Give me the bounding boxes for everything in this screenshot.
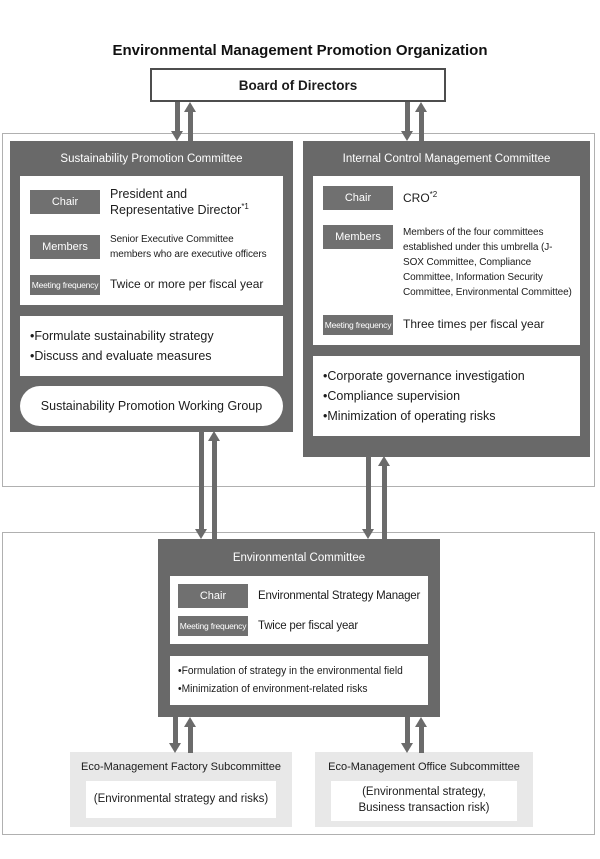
board-of-directors-box: Board of Directors: [150, 68, 446, 102]
arrow-down-icon: [171, 102, 184, 141]
chair-value: President and Representative Director*1: [110, 186, 273, 219]
bullet-item: •Compliance supervision: [323, 389, 461, 403]
environmental-committee-box: Environmental Committee Chair Environmen…: [158, 539, 440, 717]
committee-detail-table: Chair CRO*2 Members Members of the four …: [313, 176, 580, 345]
chair-label: Chair: [30, 190, 100, 215]
chair-row: Chair President and Representative Direc…: [30, 186, 273, 219]
eco-management-office-subcommittee-box: Eco-Management Office Subcommittee (Envi…: [315, 752, 533, 827]
footnote-marker: *1: [241, 202, 249, 212]
committee-detail-table: Chair Environmental Strategy Manager Mee…: [170, 576, 428, 644]
members-value: Members of the four committees establish…: [403, 227, 572, 298]
arrow-up-icon: [415, 102, 428, 141]
arrow-up-icon: [415, 717, 428, 753]
bullet-item: •Formulation of strategy in the environm…: [178, 665, 403, 677]
arrow-down-icon: [401, 717, 414, 753]
frequency-value: Three times per fiscal year: [403, 317, 545, 332]
committee-title: Internal Control Management Committee: [342, 153, 551, 165]
bullet-item: •Minimization of operating risks: [323, 409, 496, 423]
arrow-up-icon: [184, 102, 197, 141]
footnote-marker: *2: [429, 189, 438, 199]
chair-value-line1: President and: [110, 187, 188, 201]
committee-title: Sustainability Promotion Committee: [60, 153, 243, 165]
arrow-down-icon: [362, 456, 375, 539]
members-row: Members Senior Executive Committee membe…: [30, 232, 273, 262]
chair-label: Chair: [323, 186, 393, 210]
members-label: Members: [30, 234, 100, 259]
committee-detail-table: Chair President and Representative Direc…: [20, 176, 283, 305]
bullet-item: •Discuss and evaluate measures: [30, 348, 212, 363]
internal-control-management-committee-box: Internal Control Management Committee Ch…: [303, 141, 590, 457]
arrow-down-icon: [195, 431, 208, 539]
subcommittee-note-line2: Business transaction risk): [358, 802, 490, 814]
chair-value: CRO*2: [403, 189, 438, 205]
page-title: Environmental Management Promotion Organ…: [112, 42, 488, 59]
frequency-value: Twice or more per fiscal year: [110, 276, 264, 291]
chair-row: Chair CRO*2: [323, 186, 572, 210]
meeting-frequency-label: Meeting frequency: [178, 616, 248, 636]
committee-duties-box: •Formulation of strategy in the environm…: [170, 656, 428, 706]
arrow-up-icon: [208, 431, 221, 539]
frequency-row: Meeting frequency Twice or more per fisc…: [30, 274, 273, 295]
committee-duties-box: •Formulate sustainability strategy •Disc…: [20, 315, 283, 376]
frequency-row: Meeting frequency Twice per fiscal year: [178, 616, 420, 636]
meeting-frequency-label: Meeting frequency: [323, 315, 393, 335]
subcommittee-title: Eco-Management Factory Subcommittee: [81, 761, 281, 773]
arrow-down-icon: [169, 717, 182, 753]
sustainability-promotion-committee-box: Sustainability Promotion Committee Chair…: [10, 141, 293, 432]
committee-title: Environmental Committee: [232, 552, 366, 564]
meeting-frequency-label: Meeting frequency: [30, 274, 100, 295]
committee-duties-box: •Corporate governance investigation •Com…: [313, 356, 580, 436]
arrow-down-icon: [401, 102, 414, 141]
bullet-item: •Formulate sustainability strategy: [30, 328, 214, 343]
subcommittee-note: (Environmental strategy and risks): [86, 781, 276, 818]
members-label: Members: [323, 225, 393, 249]
eco-management-factory-subcommittee-box: Eco-Management Factory Subcommittee (Env…: [70, 752, 292, 827]
chair-row: Chair Environmental Strategy Manager: [178, 584, 420, 608]
chair-label: Chair: [178, 584, 248, 608]
subcommittee-note: (Environmental strategy, Business transa…: [331, 781, 517, 821]
members-value: Senior Executive Committee members who a…: [110, 233, 267, 260]
bullet-item: •Corporate governance investigation: [323, 369, 525, 383]
subcommittee-title: Eco-Management Office Subcommittee: [328, 761, 520, 773]
frequency-value: Twice per fiscal year: [258, 619, 358, 632]
frequency-row: Meeting frequency Three times per fiscal…: [323, 315, 572, 335]
chair-value-line2: Representative Director*1: [110, 202, 249, 218]
arrow-up-icon: [378, 456, 391, 539]
bullet-item: •Minimization of environment-related ris…: [178, 682, 368, 695]
subcommittee-note-line1: (Environmental strategy,: [362, 786, 486, 799]
chair-value: Environmental Strategy Manager: [258, 589, 421, 602]
working-group-pill: Sustainability Promotion Working Group: [20, 385, 283, 426]
members-row: Members Members of the four committees e…: [323, 225, 572, 300]
arrow-up-icon: [184, 717, 197, 753]
